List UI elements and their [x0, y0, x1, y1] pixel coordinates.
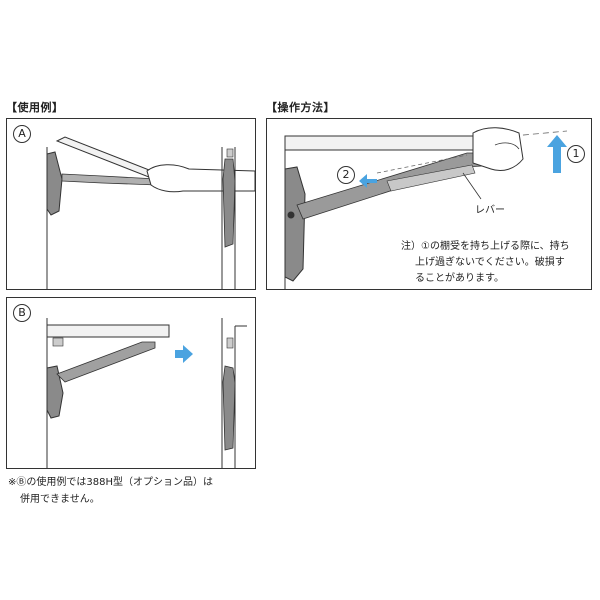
lever: [386, 164, 476, 192]
usage-panel-b: B: [6, 297, 256, 469]
operation-panel: 1 2 レバー 注）①の棚受を持ち上げる際に、持ち 上げ過ぎないでください。破損…: [266, 118, 592, 290]
operation-note-line-2: 上げ過ぎないでください。破損す: [415, 257, 565, 268]
footnote-line-1: ※Ⓑの使用例では388H型（オプション品）は: [8, 477, 213, 488]
shelf-cap: [52, 337, 64, 347]
operation-illustration: [284, 127, 568, 289]
folding-bracket: [46, 151, 63, 216]
lifted-outline: [512, 130, 568, 137]
lever-label: レバー: [475, 205, 505, 216]
shelf-board: [46, 324, 170, 338]
bracket-arm: [61, 173, 158, 186]
usage-heading: 【使用例】: [6, 101, 64, 114]
bracket-arm: [56, 341, 156, 383]
panel-b-illustration: [46, 318, 247, 468]
up-arrow-icon: [547, 135, 567, 173]
panel-a-illustration: [46, 136, 256, 289]
panel-a-label: A: [13, 125, 31, 143]
footnote: ※Ⓑの使用例では388H型（オプション品）は 併用できません。: [8, 474, 258, 508]
finger: [494, 142, 520, 150]
lever-leader-line: [462, 172, 482, 200]
operation-note-line-1: 注）①の棚受を持ち上げる際に、持ち: [401, 241, 570, 252]
hand: [472, 127, 524, 172]
folding-bracket: [46, 365, 64, 419]
folding-bracket: [284, 166, 306, 282]
step-1-marker: 1: [567, 145, 585, 163]
footnote-line-2: 併用できません。: [20, 494, 100, 505]
side-bracket-top: [226, 148, 234, 158]
side-bracket-top: [226, 337, 234, 349]
lever-movement: [376, 154, 468, 174]
operation-note-line-3: ることがあります。: [415, 273, 504, 284]
step-2-marker: 2: [337, 166, 355, 184]
usage-panel-a: A: [6, 118, 256, 290]
operation-note: 注）①の棚受を持ち上げる際に、持ち 上げ過ぎないでください。破損す ることがあり…: [401, 239, 589, 287]
hand: [146, 164, 256, 193]
pivot-screw: [287, 211, 295, 219]
panel-b-label: B: [13, 304, 31, 322]
side-bracket: [222, 365, 236, 451]
left-arrow-icon: [359, 174, 377, 188]
right-arrow-icon: [175, 345, 193, 363]
operation-heading: 【操作方法】: [266, 101, 335, 114]
side-bracket: [222, 158, 236, 248]
